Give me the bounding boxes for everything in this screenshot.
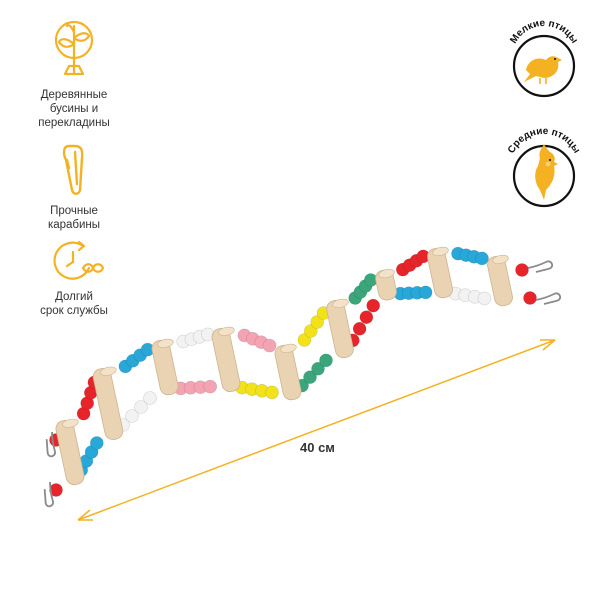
hook: [45, 431, 56, 458]
rung: [92, 366, 124, 440]
bead: [418, 285, 433, 300]
bead: [523, 291, 537, 305]
bead: [352, 321, 367, 336]
rung: [55, 418, 85, 486]
feature-durability-label: Долгий срок службы: [40, 291, 108, 317]
carabiner-hooks: [43, 260, 562, 508]
bead: [203, 379, 217, 394]
small-birds-badge: Мелкие птицы: [508, 18, 580, 98]
bead: [303, 370, 317, 385]
bead: [265, 385, 279, 400]
rung: [151, 338, 179, 396]
bead: [475, 251, 489, 266]
rung: [211, 326, 241, 393]
feature-carabiner-label: Прочные карабины: [47, 205, 101, 231]
bead: [297, 333, 312, 347]
feature-durability: Долгий срок службы: [14, 238, 134, 318]
bead: [477, 291, 492, 306]
hook: [527, 260, 554, 273]
bead: [303, 324, 318, 338]
wooden-rungs: [55, 246, 513, 486]
rung: [427, 246, 453, 299]
bead: [310, 315, 325, 329]
hook: [535, 292, 562, 305]
bead: [515, 263, 529, 277]
rung: [487, 254, 513, 307]
bead: [262, 338, 277, 353]
dimension-arrow: [77, 339, 556, 521]
dimension-label: 40 см: [300, 440, 335, 455]
bead: [366, 298, 381, 313]
bead: [311, 361, 325, 376]
feature-wood: Деревянные бусины и перекладины: [14, 14, 134, 130]
bead: [49, 483, 63, 497]
feature-wood-label: Деревянные бусины и перекладины: [38, 89, 110, 129]
bead: [359, 310, 374, 325]
medium-bird-icon: [535, 144, 558, 200]
medium-birds-badge: Средние птицы: [506, 126, 582, 208]
carabiner-icon: [62, 144, 84, 195]
bead: [134, 400, 148, 414]
infinity-clock-icon: [53, 240, 105, 280]
plant-icon: [54, 20, 94, 76]
feature-carabiner: Прочные карабины: [14, 138, 134, 232]
rung: [375, 269, 397, 301]
hook: [43, 481, 54, 508]
rung: [274, 343, 302, 401]
rung: [326, 298, 354, 359]
small-bird-icon: [524, 56, 562, 84]
bead: [319, 353, 333, 368]
bead: [125, 409, 139, 423]
bead: [143, 391, 157, 405]
bead: [90, 436, 104, 450]
